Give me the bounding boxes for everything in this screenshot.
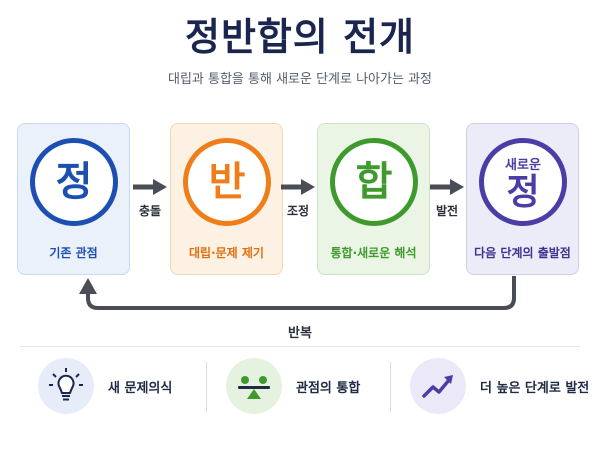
item-divider: [206, 362, 207, 412]
stage-label: 통합·새로운 해석: [330, 246, 417, 260]
stage-label: 대립·문제 제기: [189, 246, 264, 260]
stage-card-new-thesis: 새로운 정 다음 단계의 출발점: [466, 123, 579, 275]
stage-glyph-top: 새로운: [505, 157, 541, 173]
loop-label: 반복: [288, 326, 312, 341]
bottom-item-new-problem: 새 문제의식: [38, 357, 172, 415]
transition-label: 발전: [435, 204, 459, 218]
stage-label: 다음 단계의 출발점: [474, 246, 571, 260]
transition-label: 조정: [286, 204, 310, 218]
arrow-right-icon: [430, 179, 464, 195]
stage-card-antithesis: 반 대립·문제 제기: [170, 123, 283, 275]
transition-label: 충돌: [138, 204, 162, 218]
section-divider: [20, 346, 580, 347]
stage-glyph: 정: [506, 171, 540, 213]
stage-circle: 정: [30, 138, 118, 226]
stage-label: 기존 관점: [49, 246, 98, 260]
bottom-item-growth: 더 높은 단계로 발전: [410, 357, 589, 415]
stage-circle: 합: [330, 138, 418, 226]
item-divider: [390, 362, 391, 412]
bottom-item-label: 새 문제의식: [108, 380, 173, 396]
stage-circle: 반: [183, 138, 271, 226]
arrow-right-icon: [281, 179, 315, 195]
bottom-item-integration: 관점의 통합: [226, 357, 360, 415]
arrow-right-icon: [133, 179, 167, 195]
stage-glyph: 반: [208, 159, 246, 205]
stage-card-thesis: 정 기존 관점: [17, 123, 130, 275]
page-title: 정반합의 전개: [185, 15, 415, 59]
balance-icon: [226, 358, 282, 414]
stage-glyph: 정: [55, 159, 93, 205]
stage-circle: 새로운 정: [479, 138, 567, 226]
bottom-item-label: 더 높은 단계로 발전: [480, 380, 590, 396]
bottom-item-label: 관점의 통합: [296, 380, 361, 396]
stage-card-synthesis: 합 통합·새로운 해석: [317, 123, 430, 275]
lightbulb-icon: [38, 358, 94, 414]
stage-glyph: 합: [355, 159, 393, 205]
trend-up-icon: [410, 358, 466, 414]
page-subtitle: 대립과 통합을 통해 새로운 단계로 나아가는 과정: [168, 72, 432, 87]
